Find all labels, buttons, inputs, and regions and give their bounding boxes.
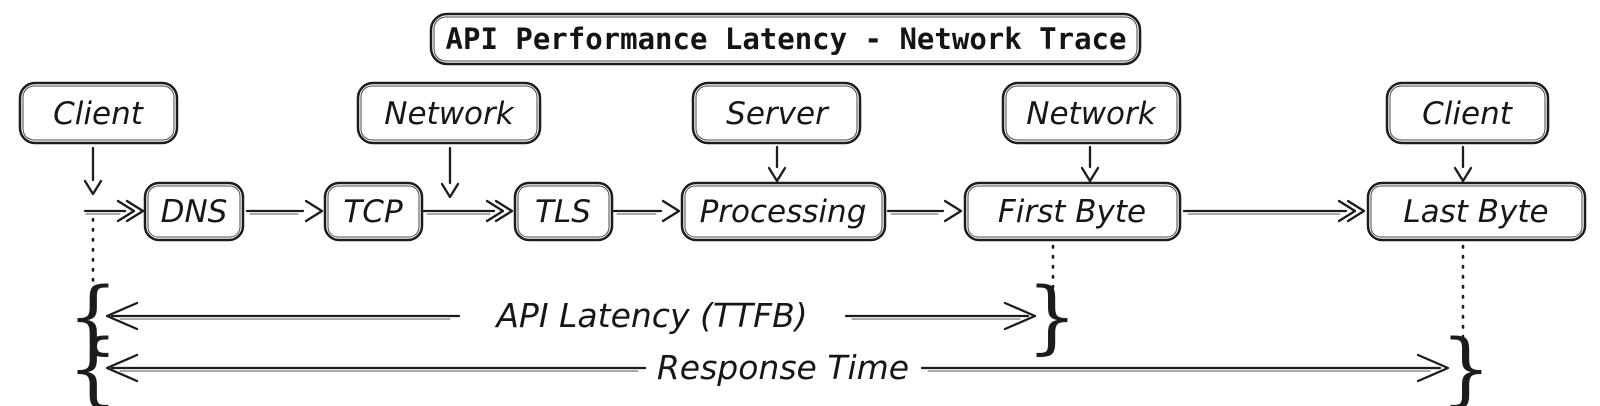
lane-box-network-1: Network: [356, 81, 542, 145]
lane-box-network-1-border: [356, 81, 542, 145]
stage-label-tls: TLS: [535, 194, 591, 230]
response-time-label: Response Time: [657, 348, 909, 387]
lane-box-server: Server: [691, 81, 862, 145]
down-arrow-server: [767, 145, 787, 183]
lane-label-network-1: Network: [384, 96, 514, 132]
stage-box-tls-sketch: [517, 185, 610, 238]
lane-label-server: Server: [726, 96, 830, 132]
down-arrow-network-2: [1080, 145, 1100, 183]
lane-box-client-2-border: [1385, 81, 1550, 145]
down-arrow-network-1: [440, 146, 460, 199]
stage-label-processing: Processing: [700, 194, 867, 230]
stage-box-tcp-sketch: [327, 185, 420, 238]
flow-arrow-tls-processing: [612, 199, 681, 223]
flow-arrow-start-dns: [83, 199, 145, 223]
response-time-left-arrowhead: [105, 353, 139, 383]
stage-label-first-byte: First Byte: [998, 194, 1146, 230]
flow-arrow-dns-tcp: [245, 199, 324, 223]
lane-box-client-1-sketch: [22, 85, 175, 141]
lane-box-client-2: Client: [1385, 81, 1550, 145]
response-time-open-brace: {: [68, 322, 119, 406]
stage-box-tcp: TCP: [323, 181, 424, 242]
lane-label-client-2: Client: [1422, 96, 1514, 132]
lane-box-client-2-sketch: [1389, 85, 1546, 141]
lane-label-client-1: Client: [53, 96, 145, 132]
stage-label-tcp: TCP: [343, 194, 403, 230]
lane-box-network-1-sketch: [360, 85, 538, 141]
flow-arrow-first-byte-last-byte: [1182, 199, 1366, 223]
lane-box-server-sketch: [695, 85, 858, 141]
api-latency-right-arrowhead: [1003, 301, 1037, 331]
stage-box-first-byte-border: [963, 181, 1182, 242]
diagram-title: API Performance Latency - Network Trace: [446, 22, 1127, 56]
stage-box-last-byte: Last Byte: [1366, 181, 1587, 242]
api-latency-left-arrowhead: [105, 301, 139, 331]
measure-api-latency: { API Latency (TTFB) }: [68, 270, 1078, 363]
title-box-border: [429, 12, 1142, 66]
response-time-close-brace: }: [1441, 322, 1492, 406]
stage-box-dns: DNS: [143, 181, 245, 242]
flow-arrow-tcp-tls: [422, 199, 514, 223]
stage-box-first-byte: First Byte: [963, 181, 1182, 242]
stage-box-first-byte-sketch: [967, 185, 1178, 238]
measure-response-time: { Response Time }: [68, 322, 1492, 406]
lane-box-client-1-border: [18, 81, 179, 145]
lane-box-network-2: Network: [1001, 81, 1182, 145]
stage-box-tls: TLS: [513, 181, 614, 242]
stage-box-processing-border: [680, 181, 887, 242]
api-latency-label: API Latency (TTFB): [494, 296, 807, 335]
stage-box-processing-sketch: [684, 185, 883, 238]
title-box: API Performance Latency - Network Trace: [429, 12, 1142, 66]
lane-box-client-1: Client: [18, 81, 179, 145]
stage-box-dns-border: [143, 181, 245, 242]
lane-box-server-border: [691, 81, 862, 145]
stage-box-tls-border: [513, 181, 614, 242]
api-latency-close-brace: }: [1027, 270, 1078, 363]
flow-arrow-processing-first-byte: [886, 199, 963, 223]
lane-box-network-2-sketch: [1005, 85, 1178, 141]
lane-label-network-2: Network: [1026, 96, 1156, 132]
stage-box-processing: Processing: [680, 181, 887, 242]
response-time-right-arrowhead: [1416, 353, 1450, 383]
stage-label-dns: DNS: [161, 194, 228, 230]
stage-box-last-byte-border: [1366, 181, 1587, 242]
stage-label-last-byte: Last Byte: [1403, 194, 1548, 230]
stage-box-dns-sketch: [147, 185, 241, 238]
down-arrow-client-2: [1453, 145, 1473, 183]
title-box-border-sketch: [433, 16, 1138, 62]
down-arrow-client-1: [83, 146, 103, 196]
stage-box-last-byte-sketch: [1370, 185, 1583, 238]
lane-box-network-2-border: [1001, 81, 1182, 145]
stage-box-tcp-border: [323, 181, 424, 242]
